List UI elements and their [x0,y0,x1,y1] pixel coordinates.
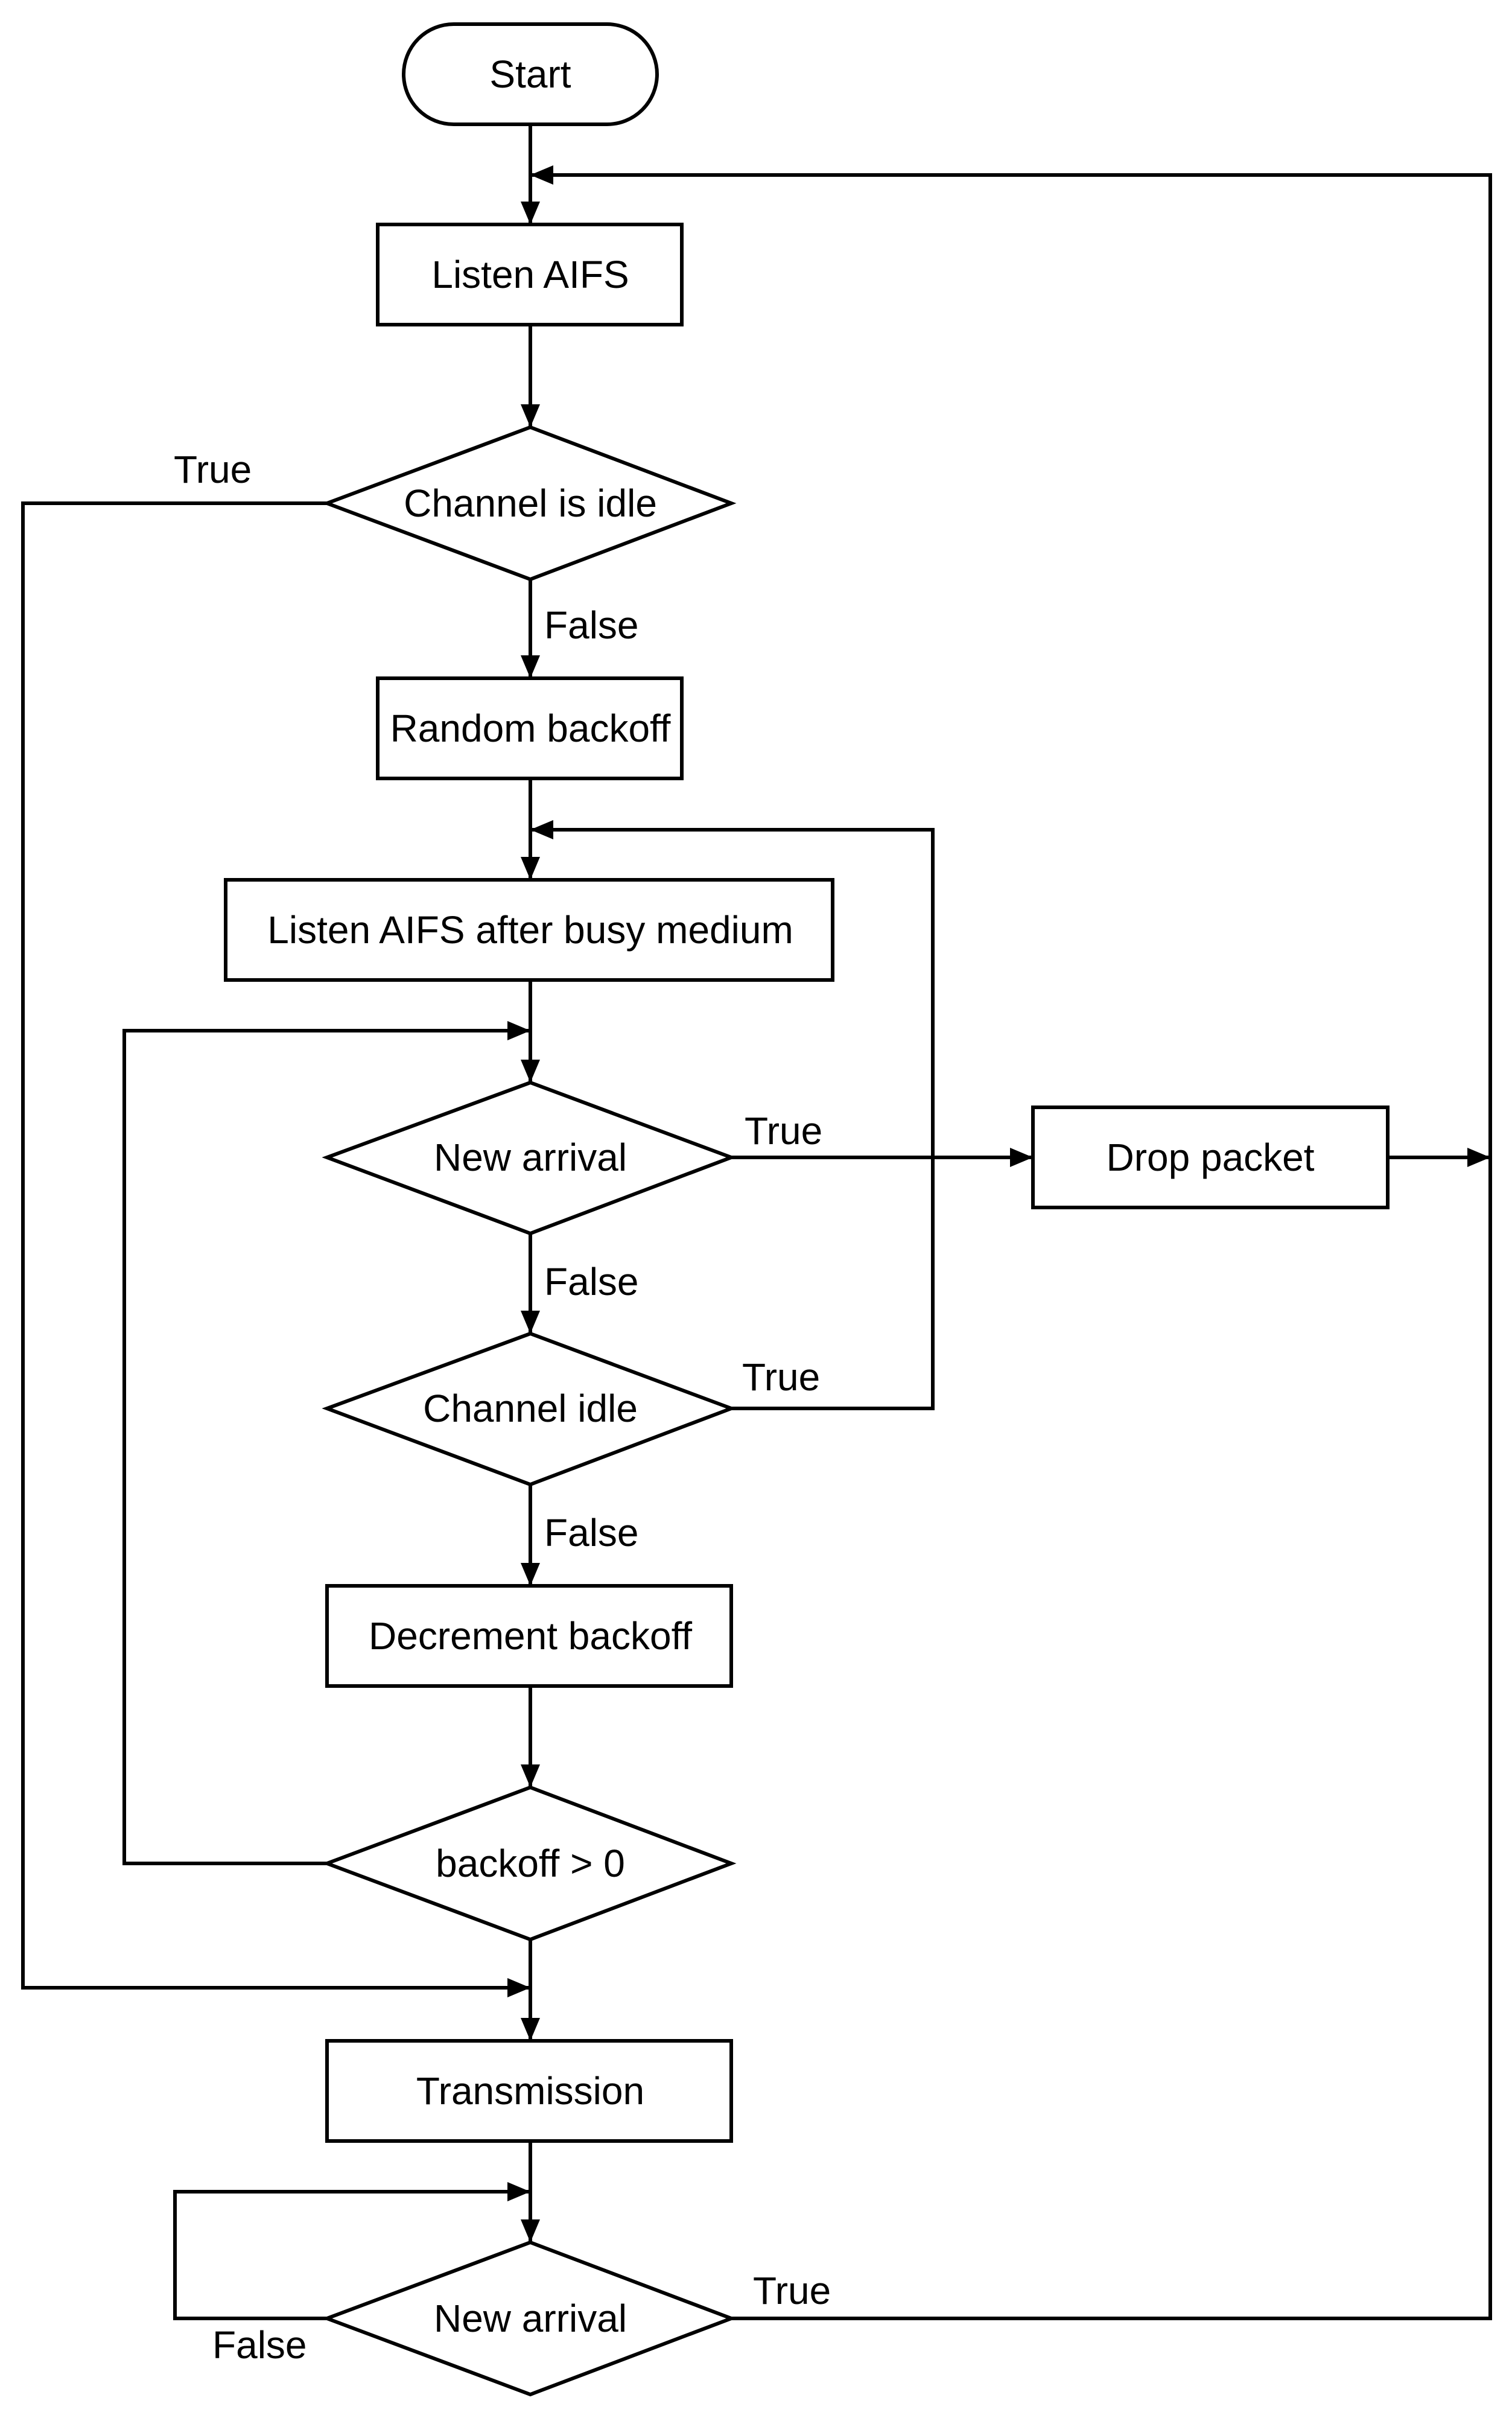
random-backoff-label: Random backoff [390,707,671,750]
channel-idle-decision: Channel idle [322,1331,737,1487]
listen-aifs-label: Listen AIFS [431,253,629,296]
listen-aifs-node: Listen AIFS [376,223,684,326]
transmission-label: Transmission [416,2069,644,2113]
edge-channel-is-idle-true [21,501,530,1997]
backoff-check-decision: backoff > 0 [322,1785,737,1942]
channel-is-idle-decision: Channel is idle [322,425,737,582]
listen-aifs-busy-node: Listen AIFS after busy medium [224,878,834,982]
new-arrival-2-false-label: False [212,2323,307,2367]
new-arrival-1-label: New arrival [434,1136,627,1179]
edge-channel-idle-true [530,820,935,1410]
backoff-check-label: backoff > 0 [436,1842,625,1885]
edges [21,126,1492,2320]
channel-is-idle-true-label: True [174,448,252,491]
edge-new-arrival-2-false [173,2182,530,2320]
drop-packet-label: Drop packet [1106,1136,1314,1179]
new-arrival-1-true-label: True [745,1109,822,1153]
start-node: Start [402,22,659,126]
edge-labels: True False True False True False True Fa… [174,448,831,2367]
edge-new-arrival-2-true [530,165,1492,2320]
channel-is-idle-label: Channel is idle [404,482,657,525]
new-arrival-1-false-label: False [544,1260,639,1303]
new-arrival-2-label: New arrival [434,2297,627,2340]
decrement-backoff-node: Decrement backoff [325,1584,733,1688]
start-label: Start [489,52,571,96]
new-arrival-decision-2: New arrival [322,2240,737,2397]
listen-aifs-busy-label: Listen AIFS after busy medium [267,908,793,952]
edge-backoff-check-loop [122,1021,530,1865]
channel-idle-label: Channel idle [423,1387,638,1430]
new-arrival-decision-1: New arrival [322,1080,737,1236]
transmission-node: Transmission [325,2039,733,2143]
channel-idle-true-label: True [742,1355,820,1399]
drop-packet-node: Drop packet [1031,1106,1390,1209]
channel-idle-false-label: False [544,1511,639,1554]
new-arrival-2-true-label: True [753,2269,831,2312]
random-backoff-node: Random backoff [376,676,684,780]
decrement-backoff-label: Decrement backoff [369,1614,692,1658]
channel-is-idle-false-label: False [544,603,639,647]
